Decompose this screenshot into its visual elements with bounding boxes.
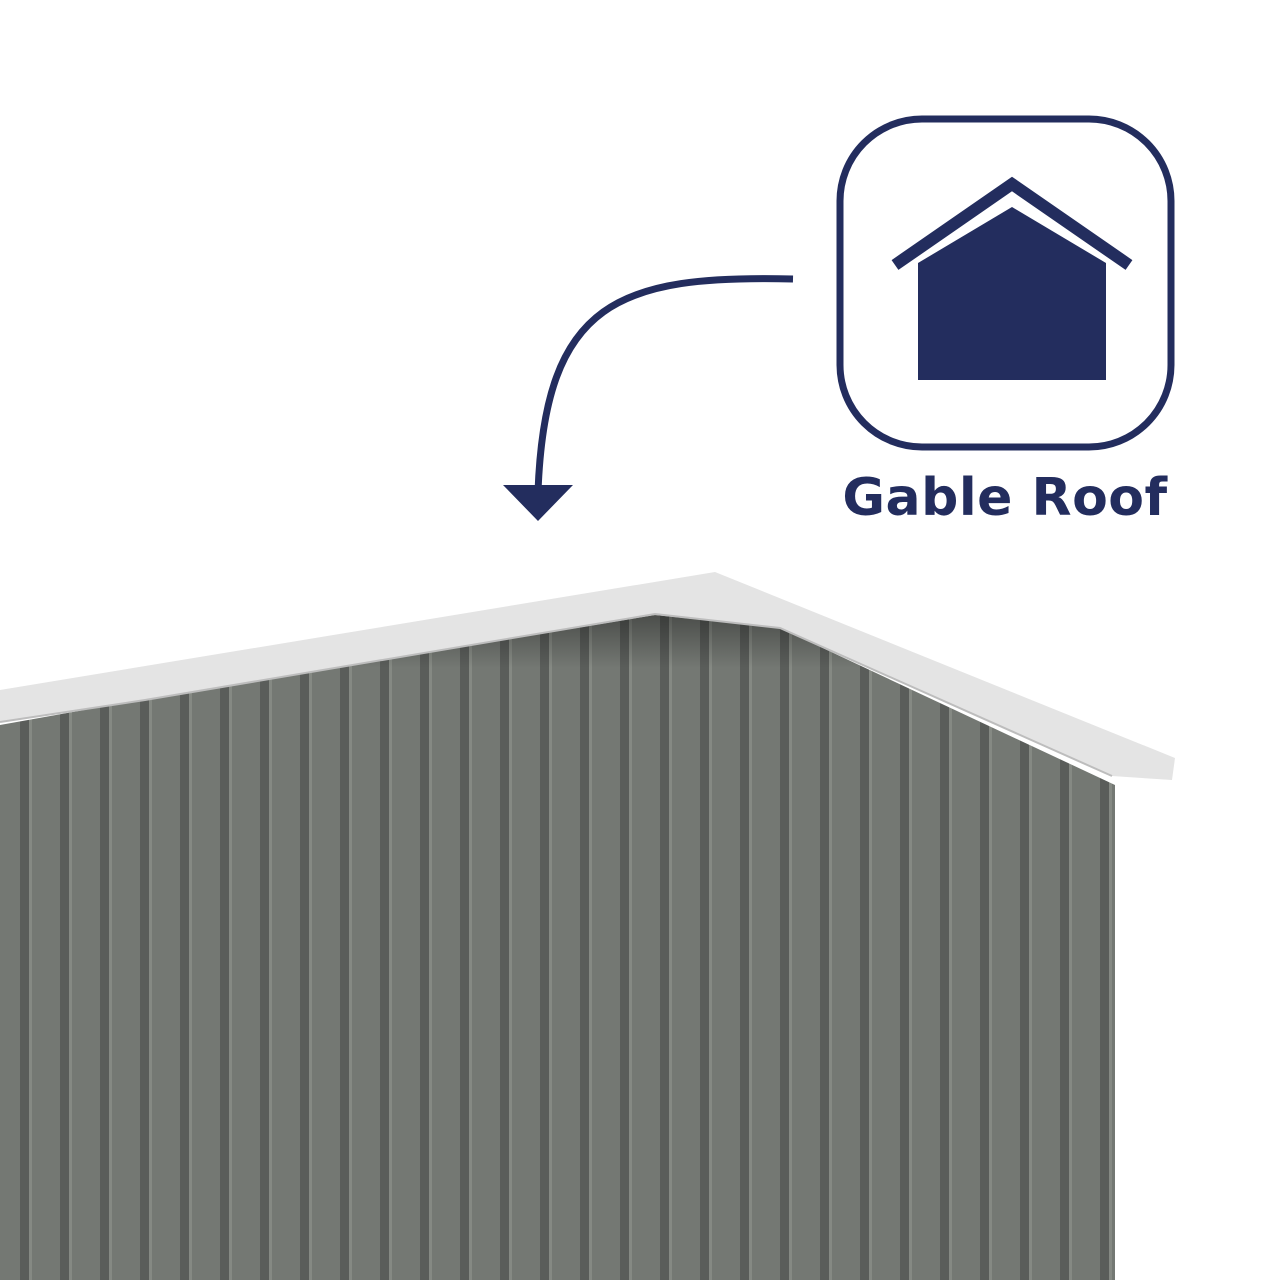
arrow-icon [503, 275, 794, 521]
roof-type-label: Gable Roof [842, 468, 1168, 528]
roof-trim-edge [0, 612, 1113, 777]
roof-trim [0, 572, 1175, 780]
wall-shadow [0, 615, 1115, 1280]
gable-roof-house-icon [836, 115, 1175, 451]
